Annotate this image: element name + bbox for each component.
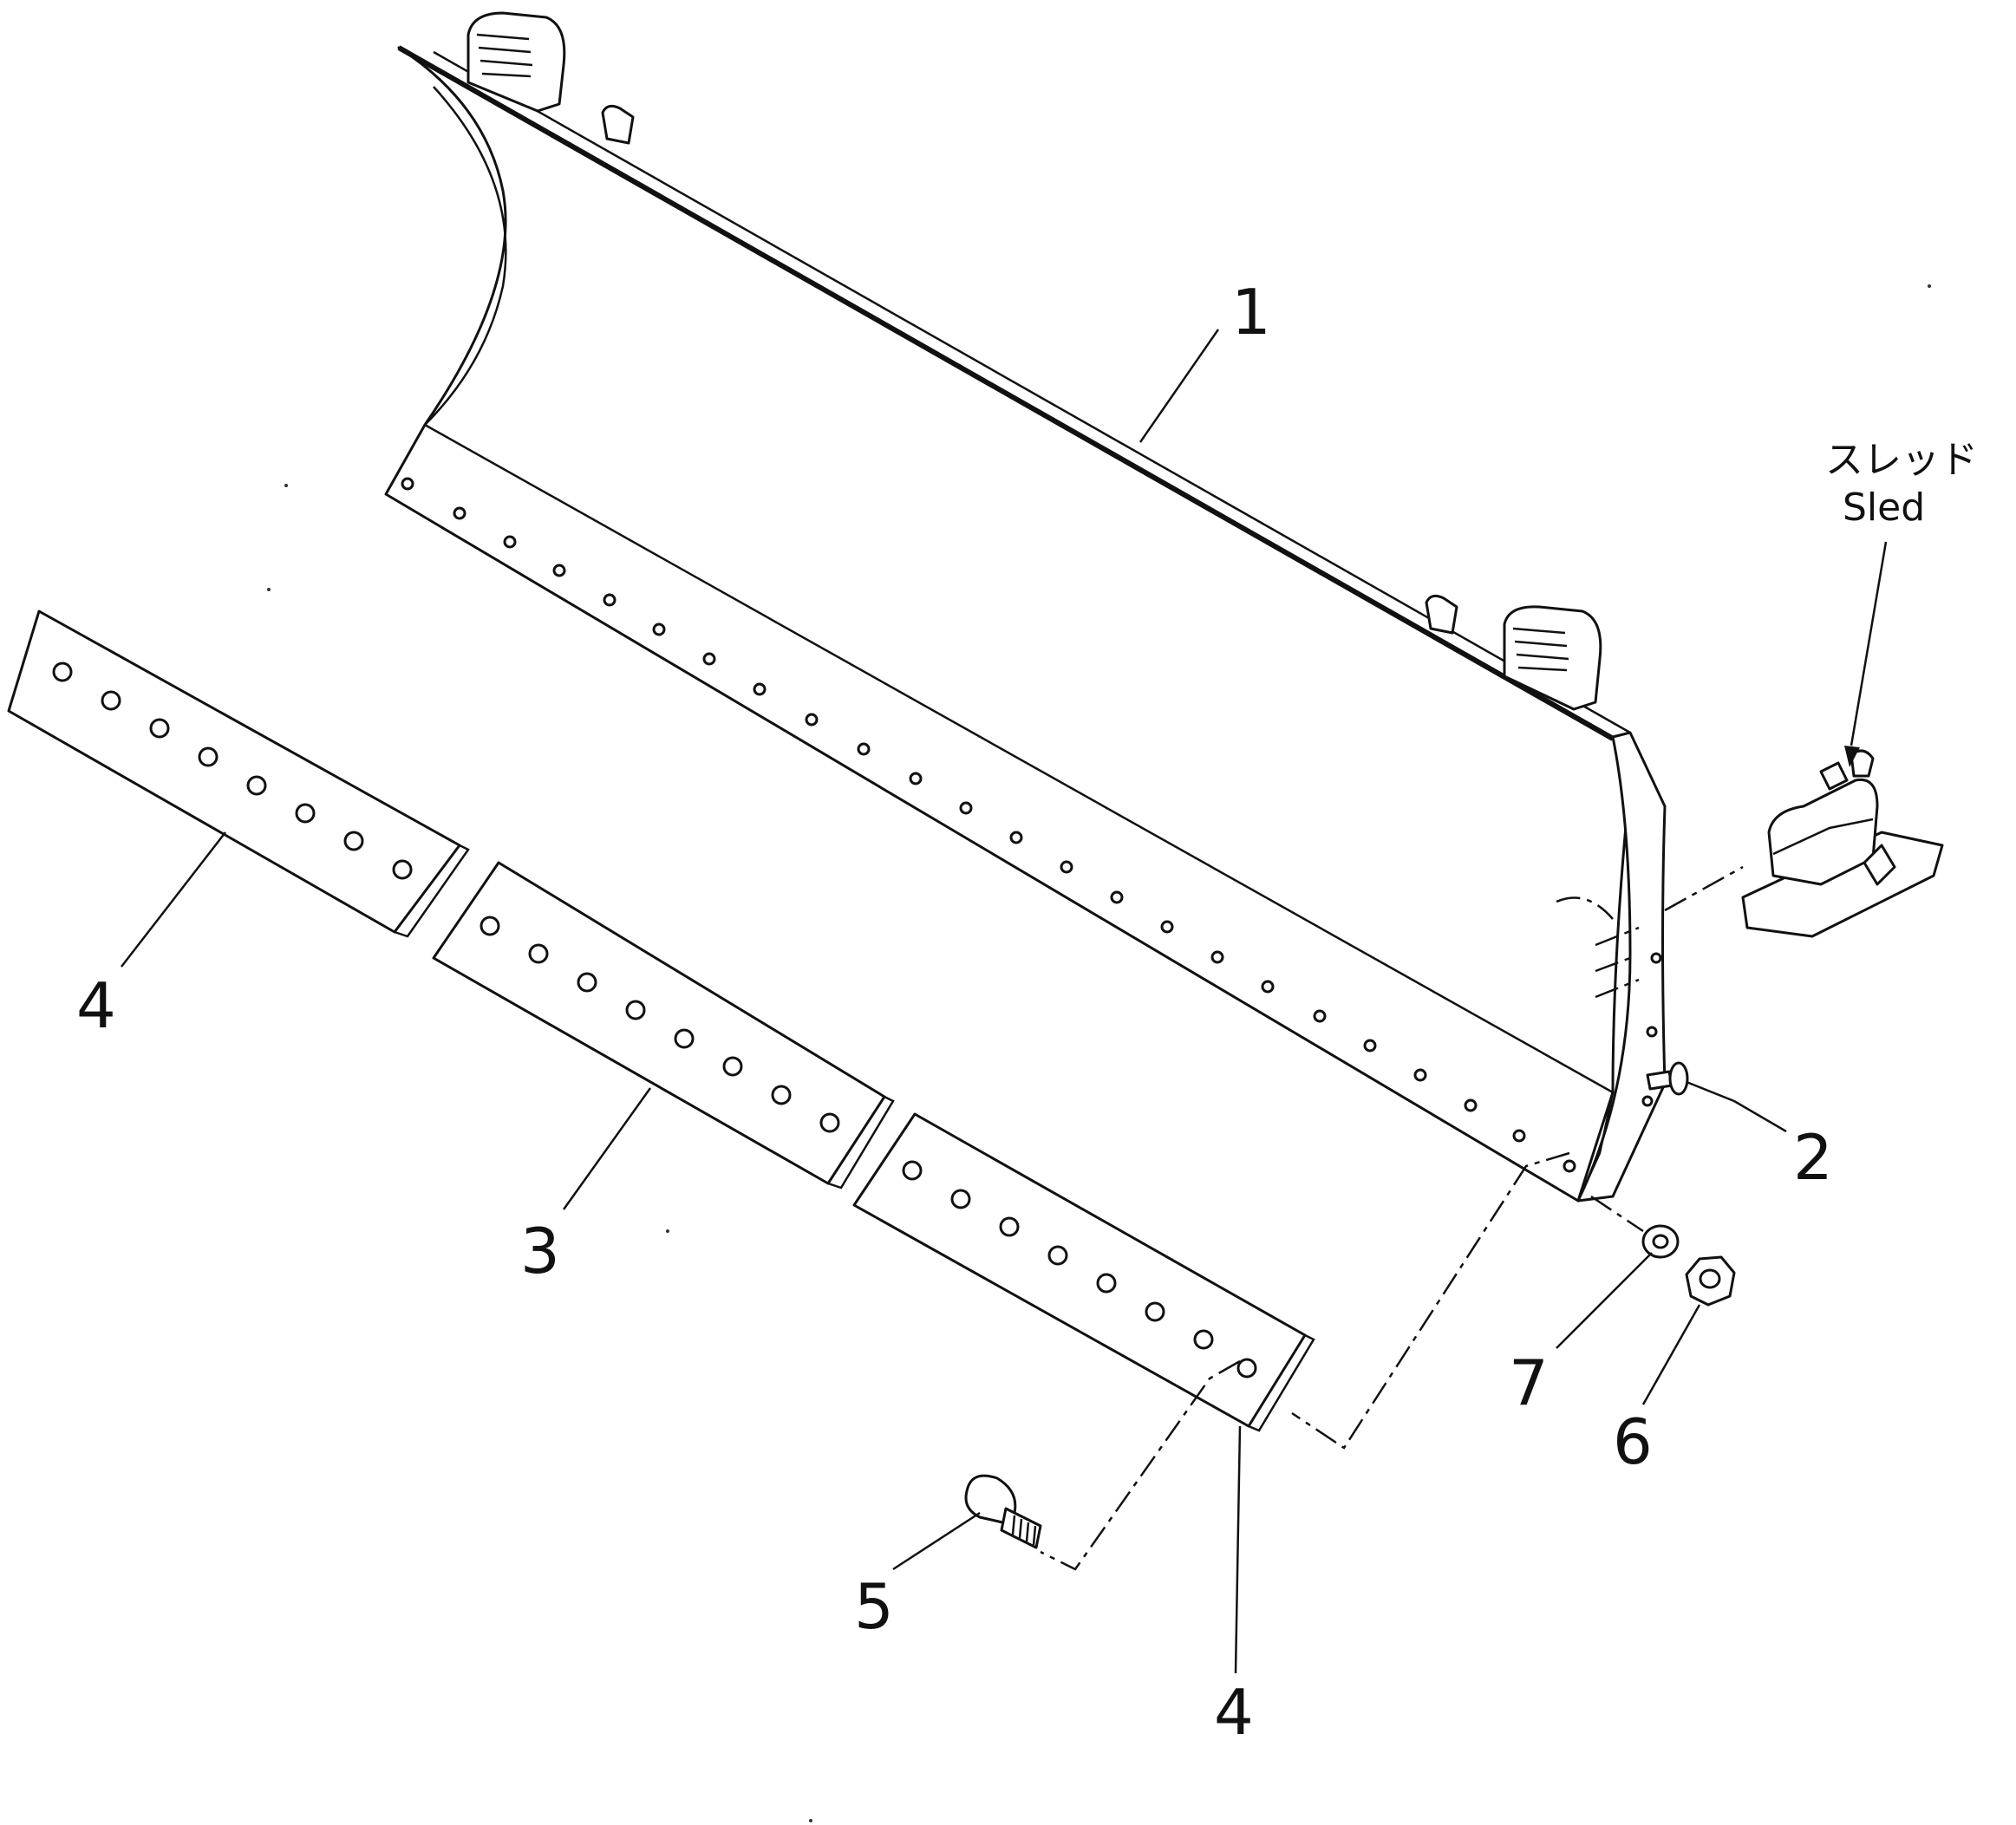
leader-3	[562, 1087, 652, 1210]
sled-label-japanese: スレッド	[1825, 438, 1978, 482]
callout-7: 7	[1509, 1346, 1549, 1419]
leader-2	[1686, 1080, 1787, 1133]
blade-cutting-edge-line	[424, 423, 1614, 1094]
blade-left-profile	[424, 86, 507, 426]
cutting-edge-right	[852, 1112, 1315, 1432]
blade-end-plate	[1576, 731, 1667, 1203]
cutting-edge-middle	[432, 861, 895, 1190]
blade-face	[384, 46, 1632, 1203]
bracket-right	[1425, 594, 1602, 711]
callout-4-left: 4	[76, 969, 116, 1042]
blade-end-strip	[1576, 1092, 1615, 1202]
leader-5	[892, 1511, 981, 1571]
leader-sled	[1850, 541, 1888, 746]
leader-lines	[121, 329, 1888, 1674]
leader-4-left	[121, 831, 226, 968]
blade-bolt-holes	[401, 477, 1576, 1173]
sled-label-english: Sled	[1843, 486, 1925, 530]
hidden-detail	[1556, 896, 1640, 999]
leader-1	[1138, 329, 1220, 443]
blade-assembly	[384, 11, 1667, 1203]
callout-5: 5	[854, 1570, 894, 1643]
sled-label: スレッド Sled	[1825, 438, 1978, 530]
washer-part-7	[1641, 1224, 1680, 1259]
sled	[1664, 749, 1944, 938]
callout-4-right: 4	[1214, 1676, 1254, 1749]
leader-7	[1556, 1252, 1653, 1349]
callout-1: 1	[1231, 276, 1271, 349]
scan-specks	[267, 284, 1931, 1822]
bolt-part-5	[964, 1474, 1042, 1549]
leader-6	[1641, 1304, 1701, 1405]
callout-2: 2	[1793, 1121, 1833, 1194]
leader-4-right	[1234, 1425, 1242, 1674]
bolt-part-2	[1646, 1061, 1689, 1096]
callout-numbers: 1 2 3 4 4 5 6 7	[76, 276, 1833, 1749]
blade-top-edge	[397, 45, 1615, 741]
bracket-left	[466, 11, 635, 145]
nut-part-6	[1685, 1255, 1736, 1307]
callout-6: 6	[1613, 1405, 1653, 1478]
assembly-lines	[1040, 1151, 1644, 1571]
callout-3: 3	[520, 1215, 560, 1287]
cutting-edge-left	[7, 609, 470, 938]
